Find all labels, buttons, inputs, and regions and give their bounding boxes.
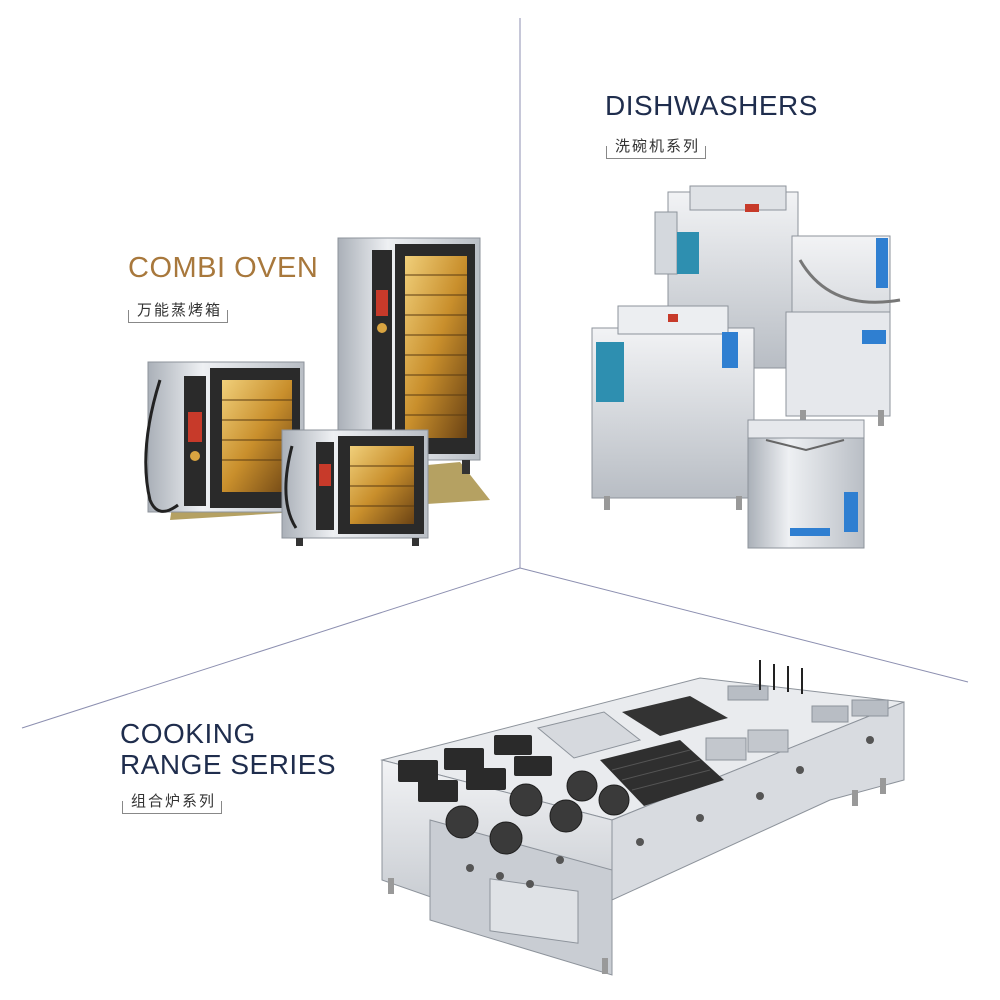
cooking-range-title-line1: COOKING — [120, 718, 256, 749]
dishwashers-title: DISHWASHERS — [605, 90, 818, 121]
combi-oven-subtitle: 万能蒸烤箱 — [128, 300, 229, 323]
cooking-range-title: COOKING RANGE SERIES — [120, 718, 336, 780]
cooking-range-subtitle: 组合炉系列 — [122, 791, 223, 814]
dishwashers-subtitle: 洗碗机系列 — [606, 136, 707, 159]
cooking-range-title-line2: RANGE SERIES — [120, 749, 337, 780]
combi-oven-title: COMBI OVEN — [128, 252, 319, 284]
